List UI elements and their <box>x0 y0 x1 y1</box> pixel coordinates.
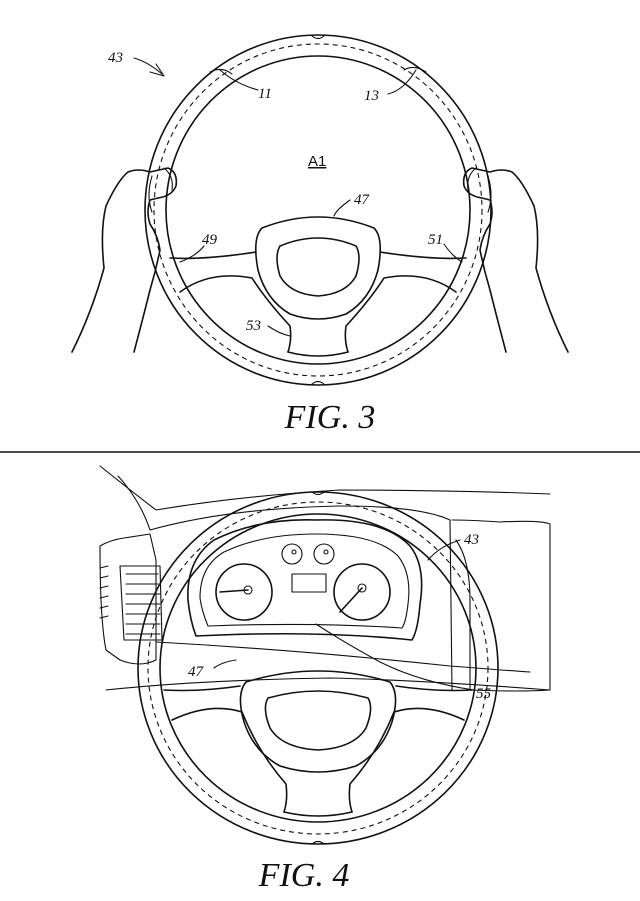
fig4-dash-right <box>451 519 551 692</box>
fig4-right-gauge-needle <box>339 587 363 613</box>
fig3-wheel-inner-rim <box>165 55 471 365</box>
fig3-label-43: 43 <box>108 50 123 66</box>
fig4-leader-47 <box>213 659 237 669</box>
fig4-windshield-line <box>99 465 551 511</box>
fig4-center-display <box>291 573 327 593</box>
fig3-top-seam <box>311 35 325 40</box>
fig4-dash-lower <box>105 677 551 691</box>
fig3-leader-51 <box>443 243 463 263</box>
fig4-bottom-seam <box>311 840 325 845</box>
fig3-label-51: 51 <box>428 232 443 248</box>
fig3-leader-49 <box>179 245 205 263</box>
fig3-zone-line-right <box>403 66 427 73</box>
fig4-small-gauge-left <box>281 543 303 565</box>
fig4-left-gauge-needle <box>219 589 249 593</box>
fig4-wheel-outer-rim <box>137 491 499 845</box>
fig3-label-53: 53 <box>246 318 261 334</box>
fig4-leader-55 <box>315 623 475 691</box>
fig4-small-gauge-right-hub <box>323 549 329 555</box>
fig3-zone-line-left <box>209 68 233 75</box>
fig3-label-11: 11 <box>258 86 272 102</box>
fig3-leader-43 <box>133 57 163 75</box>
fig4-right-spoke <box>348 685 473 813</box>
fig3-left-spoke <box>169 251 292 353</box>
fig4-cluster-inner <box>199 533 410 629</box>
fig3-label-A1: A1 <box>308 153 326 170</box>
fig3-drawing: 43 11 13 A1 47 49 51 53 <box>71 34 569 386</box>
fig3-hub-emblem <box>276 237 360 297</box>
fig4-caption: FIG. 4 <box>258 857 350 894</box>
fig4-cluster-hood <box>187 519 423 641</box>
fig3-caption: FIG. 3 <box>284 399 376 436</box>
fig4-left-gauge <box>215 563 273 621</box>
fig4-label-47: 47 <box>188 664 205 680</box>
fig4-left-spoke <box>163 685 288 813</box>
fig3-label-49: 49 <box>202 232 218 248</box>
fig4-dash-top <box>117 475 453 691</box>
fig4-hub-emblem <box>264 690 372 751</box>
fig4-dash-left <box>99 533 157 665</box>
fig4-side-vent-slots <box>99 565 109 619</box>
fig3-left-thumb <box>148 167 173 213</box>
fig3-right-thumb <box>467 167 492 213</box>
fig3-leader-11 <box>219 69 259 91</box>
fig3-arrowhead-43 <box>149 63 165 77</box>
fig4-label-43: 43 <box>464 532 479 548</box>
fig3-wheel-outer-rim <box>144 34 492 386</box>
fig4-label-55: 55 <box>476 686 492 702</box>
fig4-small-gauge-left-hub <box>291 549 297 555</box>
fig3-hub <box>254 216 382 320</box>
fig4-wheel-inner-rim <box>159 513 477 823</box>
fig3-right-spoke <box>344 251 467 353</box>
fig4-leader-43 <box>427 539 461 561</box>
fig3-label-13: 13 <box>364 88 379 104</box>
fig4-top-seam <box>311 491 325 496</box>
fig4-drawing: 43 47 55 <box>99 465 551 845</box>
fig4-lower-spoke <box>283 811 353 817</box>
fig4-hub <box>239 670 397 773</box>
fig4-right-gauge <box>333 563 391 621</box>
fig3-left-hand <box>71 167 178 353</box>
fig4-small-gauge-right <box>313 543 335 565</box>
fig3-lower-spoke <box>287 351 349 357</box>
fig3-wheel-stitch <box>153 43 483 377</box>
fig3-leader-47 <box>333 199 351 217</box>
fig3-label-47: 47 <box>354 192 371 208</box>
fig3-leader-53 <box>267 325 291 337</box>
fig3-right-hand <box>462 167 569 353</box>
fig4-right-gauge-hub <box>357 583 367 593</box>
fig4-wheel-stitch <box>147 501 489 835</box>
fig3-leader-13 <box>387 69 417 95</box>
fig3-bottom-seam <box>311 380 325 385</box>
